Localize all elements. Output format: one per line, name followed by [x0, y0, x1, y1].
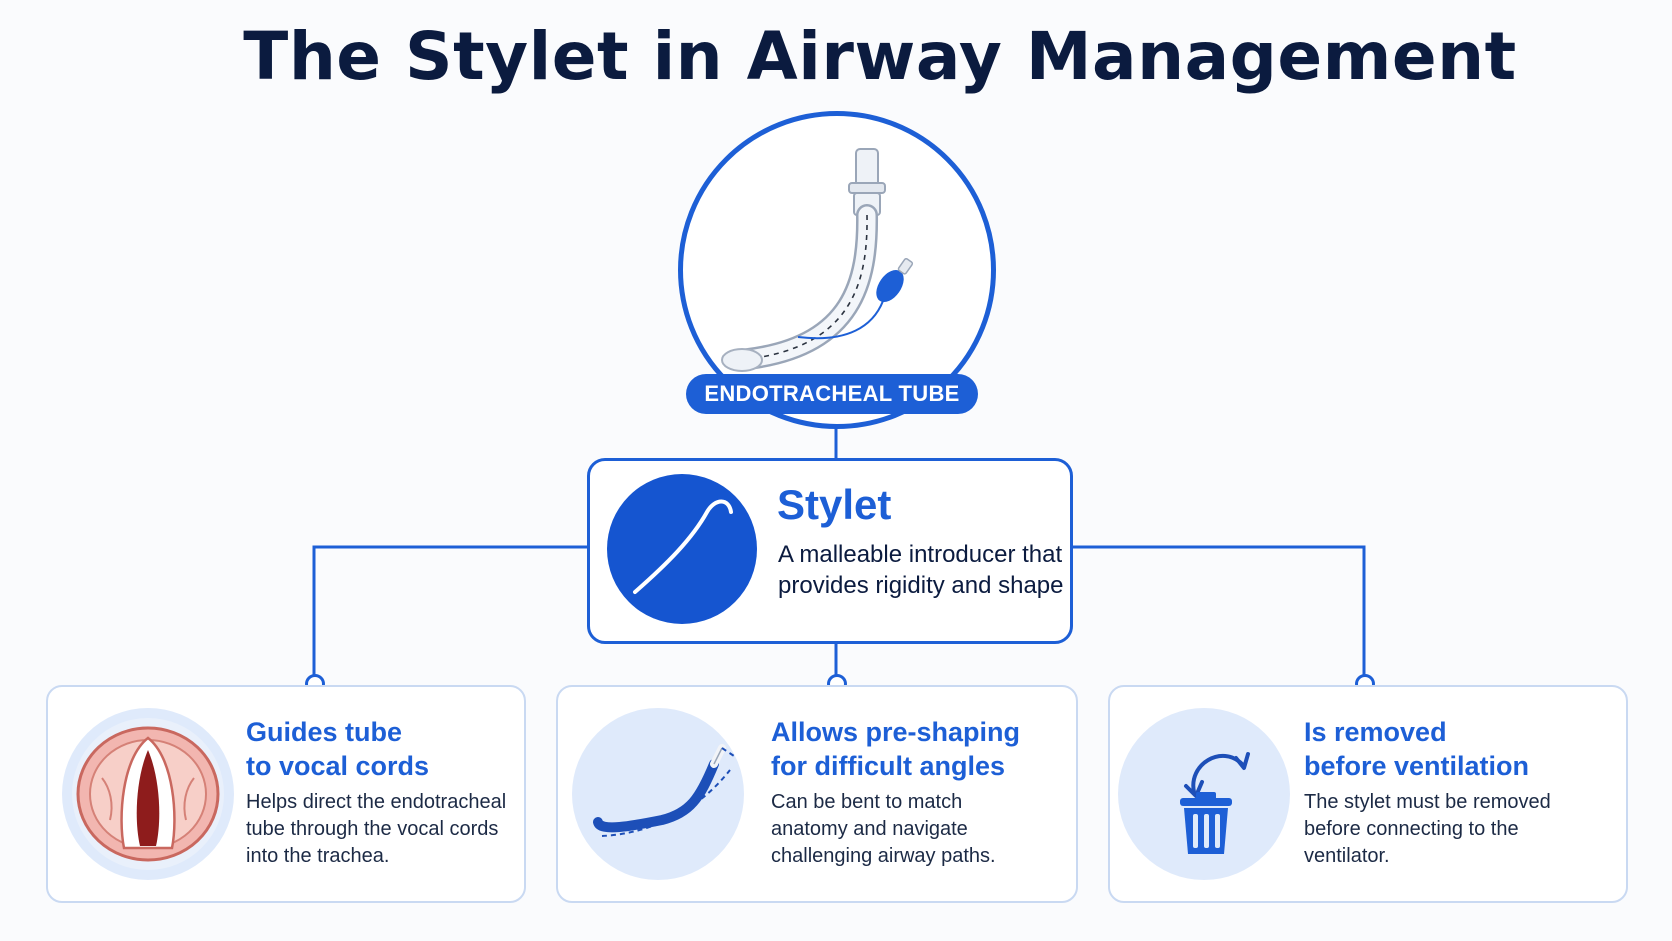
card-text: Can be bent to match anatomy and navigat… [771, 789, 1051, 870]
page-title: The Stylet in Airway Management [243, 18, 1517, 95]
card-text-line: challenging airway paths. [771, 845, 996, 867]
card-text-line: before connecting to the [1304, 818, 1519, 840]
card-title-line: Guides tube [246, 717, 403, 747]
endotracheal-tube-icon [721, 148, 914, 372]
stylet-description: A malleable introducer that provides rig… [778, 541, 1064, 599]
card-title: Guides tube to vocal cords [246, 715, 429, 783]
card-title-line: to vocal cords [246, 751, 430, 781]
card-text-line: anatomy and navigate [771, 818, 968, 840]
card-text: The stylet must be removed before connec… [1304, 789, 1604, 870]
card-title: Is removed before ventilation [1304, 715, 1529, 783]
stylet-icon-circle [607, 474, 757, 624]
card-text-line: Helps direct the endotracheal [246, 791, 507, 813]
card-text-line: tube through the vocal cords [246, 818, 499, 840]
stylet-icon [633, 499, 733, 594]
card-title-line: Allows pre-shaping [771, 717, 1021, 747]
bent-stylet-icon-circle [572, 708, 744, 880]
connector-left [312, 545, 587, 676]
bent-stylet-icon [593, 744, 741, 837]
card-text: Helps direct the endotracheal tube throu… [246, 789, 526, 870]
vocal-cords-icon [72, 718, 224, 870]
trash-can-icon-circle [1118, 708, 1290, 880]
card-title-line: for difficult angles [771, 751, 1006, 781]
stylet-title: Stylet [777, 481, 892, 528]
card-title: Allows pre-shaping for difficult angles [771, 715, 1020, 783]
endotracheal-tube-label: ENDOTRACHEAL TUBE [686, 374, 978, 414]
card-title-line: before ventilation [1304, 751, 1530, 781]
card-text-line: The stylet must be removed [1304, 791, 1551, 813]
card-title-line: Is removed [1304, 717, 1447, 747]
vocal-cords-icon-circle [62, 708, 234, 880]
card-text-line: into the trachea. [246, 845, 390, 867]
connector-right [1073, 545, 1366, 676]
card-text-line: ventilator. [1304, 845, 1390, 867]
card-text-line: Can be bent to match [771, 791, 963, 813]
trash-can-icon [1180, 752, 1250, 854]
